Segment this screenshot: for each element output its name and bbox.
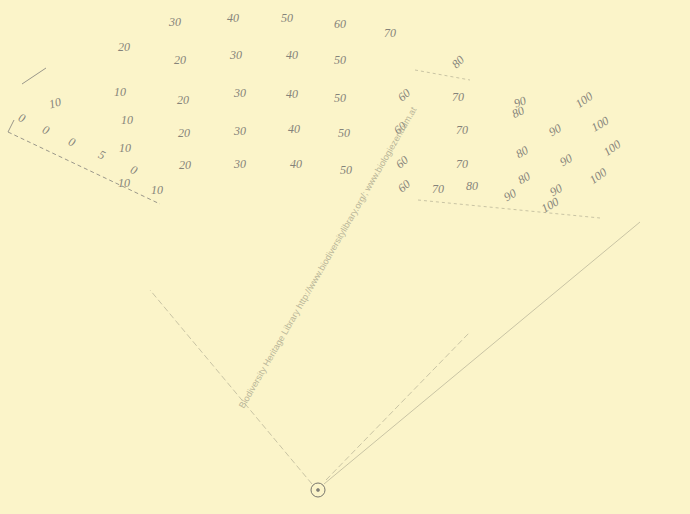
scale-line bbox=[8, 132, 160, 204]
fan-edge bbox=[326, 332, 470, 480]
scale-number: 70 bbox=[456, 124, 468, 136]
scale-number: 90 bbox=[502, 187, 518, 203]
scale-number: 90 bbox=[558, 152, 574, 168]
scale-number: 60 bbox=[334, 18, 346, 30]
fan-edge bbox=[324, 222, 640, 484]
scale-number: 40 bbox=[286, 88, 298, 100]
scale-number: 10 bbox=[48, 96, 63, 111]
scale-number: 30 bbox=[230, 49, 242, 61]
scale-number: 10 bbox=[118, 177, 130, 189]
scale-number: 80 bbox=[514, 144, 530, 160]
scale-number: 20 bbox=[174, 54, 186, 66]
scale-number: 30 bbox=[234, 125, 246, 137]
scale-number: 20 bbox=[118, 41, 130, 53]
scale-number: 10 bbox=[119, 142, 131, 154]
scale-number: 100 bbox=[573, 90, 595, 110]
scale-number: 30 bbox=[234, 158, 246, 170]
pivot-dot bbox=[317, 489, 320, 492]
scale-number: 20 bbox=[178, 127, 190, 139]
scale-number: 30 bbox=[169, 16, 181, 28]
scale-number: 50 bbox=[338, 127, 350, 139]
scale-number: 70 bbox=[384, 27, 396, 39]
tick-line bbox=[8, 120, 14, 132]
scale-number: 60 bbox=[396, 87, 413, 104]
scale-number: 70 bbox=[432, 183, 444, 195]
scale-number: 80 bbox=[516, 170, 532, 186]
scale-number: 40 bbox=[286, 49, 298, 61]
scale-number: 60 bbox=[394, 154, 411, 171]
scale-number: 50 bbox=[281, 12, 293, 24]
scale-number: 80 bbox=[450, 54, 467, 71]
scale-number: 10 bbox=[121, 114, 133, 126]
scale-number: 90 bbox=[548, 182, 564, 198]
guide-line bbox=[415, 70, 470, 80]
scale-number: 20 bbox=[179, 159, 191, 171]
scale-number: 90 bbox=[547, 122, 563, 138]
scale-number: 40 bbox=[288, 123, 300, 135]
scale-number: 80 bbox=[466, 180, 478, 192]
watermark: Biodiversity Heritage Library http://www… bbox=[238, 106, 419, 410]
scale-number: 40 bbox=[290, 158, 302, 170]
scale-mark: 0 bbox=[67, 135, 78, 148]
pivot-circle bbox=[311, 483, 325, 497]
scale-mark: 0 bbox=[41, 123, 52, 136]
scale-number: 40 bbox=[227, 12, 239, 24]
scale-number: 100 bbox=[587, 166, 609, 186]
scale-number: 100 bbox=[539, 195, 561, 214]
scale-number: 100 bbox=[601, 138, 623, 158]
scale-mark: 0 bbox=[17, 111, 28, 124]
scale-number: 70 bbox=[456, 158, 468, 170]
scale-mark: 0 bbox=[129, 163, 140, 176]
scale-number: 10 bbox=[151, 184, 163, 196]
scale-number: 30 bbox=[234, 87, 246, 99]
scale-number: 100 bbox=[589, 114, 611, 133]
guide-line bbox=[418, 200, 600, 218]
scale-number: 50 bbox=[334, 92, 346, 104]
tick-line bbox=[22, 68, 46, 84]
scale-number: 70 bbox=[452, 91, 464, 103]
scale-number: 60 bbox=[396, 178, 413, 195]
scale-number: 20 bbox=[177, 94, 189, 106]
scale-number: 10 bbox=[114, 86, 126, 98]
scale-mark: 5 bbox=[97, 148, 108, 161]
scale-number: 50 bbox=[340, 164, 352, 176]
scale-number: 50 bbox=[334, 54, 346, 66]
